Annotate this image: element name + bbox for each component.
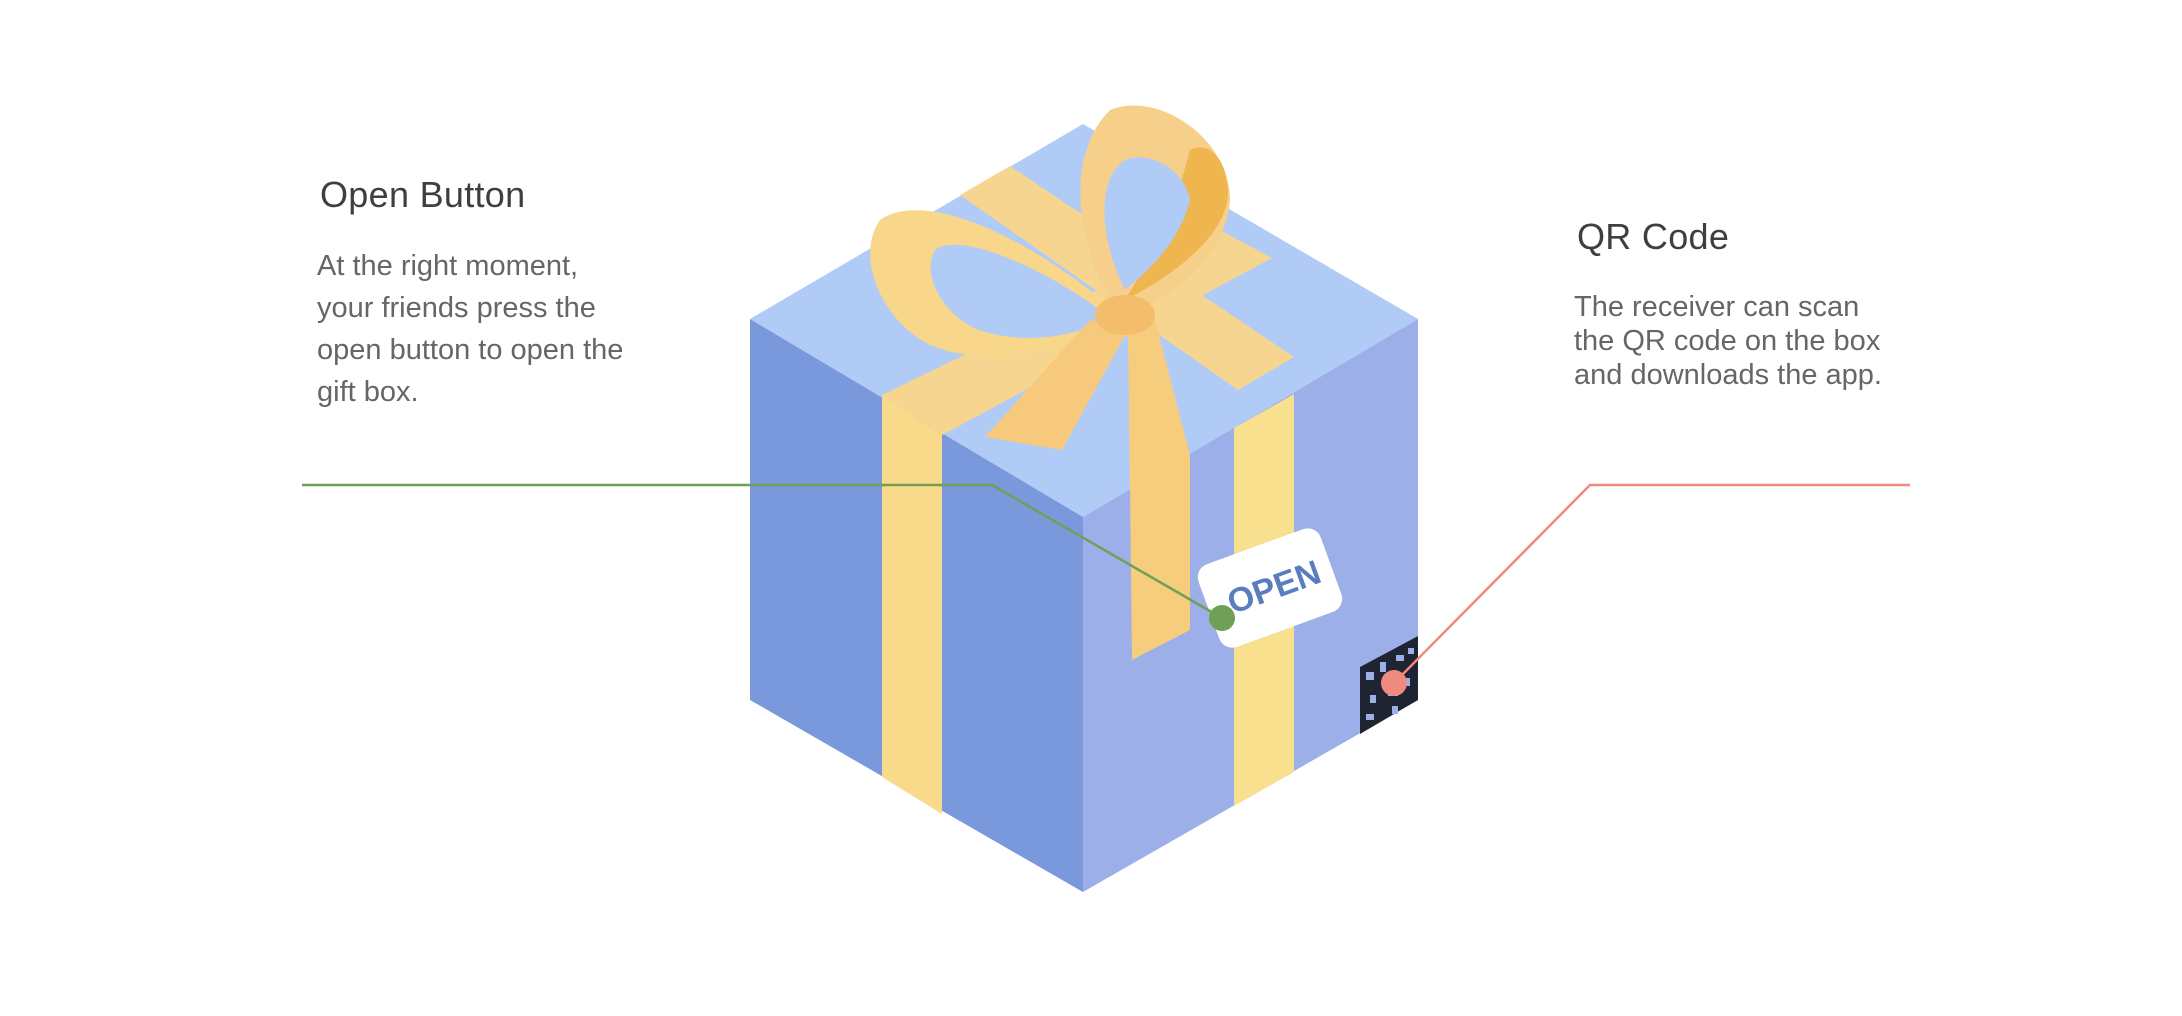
qr-code-description: The receiver can scan the QR code on the… bbox=[1574, 291, 1882, 391]
open-button-leader-line bbox=[302, 483, 1223, 620]
bow-knot bbox=[1095, 295, 1155, 335]
qr-code-marker bbox=[1381, 670, 1407, 696]
ribbon-left-face bbox=[882, 395, 942, 814]
open-button-marker bbox=[1209, 605, 1235, 631]
qr-code-module bbox=[1366, 672, 1374, 680]
qr-code-module bbox=[1370, 695, 1376, 703]
qr-code-module bbox=[1408, 648, 1414, 654]
qr-code-module bbox=[1396, 655, 1404, 661]
open-button-description: At the right moment, your friends press … bbox=[317, 250, 624, 408]
bow-right-loop-inner bbox=[1104, 157, 1190, 290]
qr-code-module bbox=[1392, 706, 1398, 714]
qr-code-module bbox=[1380, 662, 1386, 672]
open-button-heading: Open Button bbox=[320, 174, 526, 215]
qr-code-module bbox=[1366, 714, 1374, 720]
bow-left-loop-inner bbox=[930, 244, 1110, 338]
bow-tail-left bbox=[985, 320, 1128, 450]
qr-code-module bbox=[1404, 678, 1410, 686]
qr-code-heading: QR Code bbox=[1577, 216, 1730, 257]
bow-tail-right bbox=[1128, 320, 1190, 660]
qr-code-leader-line bbox=[1393, 483, 1910, 684]
